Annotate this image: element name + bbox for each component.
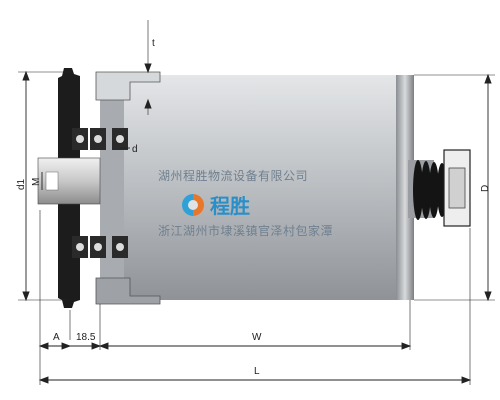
watermark-logo: 程胜 xyxy=(182,190,250,219)
spring-coils xyxy=(413,160,447,220)
roller-left-end xyxy=(100,78,124,298)
dim-label-d: d xyxy=(132,144,138,155)
dimension-lines xyxy=(22,63,492,384)
dim-label-D: D xyxy=(480,185,491,192)
dim-label-A: A xyxy=(53,332,60,343)
logo-icon xyxy=(182,193,204,216)
watermark-address: 浙江湖州市埭溪镇官泽村包家潭 xyxy=(158,224,334,238)
dim-label-d1: d1 xyxy=(16,178,27,190)
dim-label-18-5: 18.5 xyxy=(76,332,96,343)
bearing-housing-bottom xyxy=(95,277,161,305)
watermark-company: 湖州程胜物流设备有限公司 xyxy=(158,169,309,183)
bearing-housing-top xyxy=(95,71,161,101)
dim-label-L: L xyxy=(254,366,260,377)
roller-tube xyxy=(110,75,410,300)
dim-label-W: W xyxy=(252,332,262,343)
logo-brand-text: 程胜 xyxy=(210,194,250,218)
dim-label-M: M xyxy=(31,178,42,186)
dim-label-t: t xyxy=(152,38,155,49)
sprocket-teeth xyxy=(60,84,64,288)
roller-right-cap xyxy=(396,75,414,300)
